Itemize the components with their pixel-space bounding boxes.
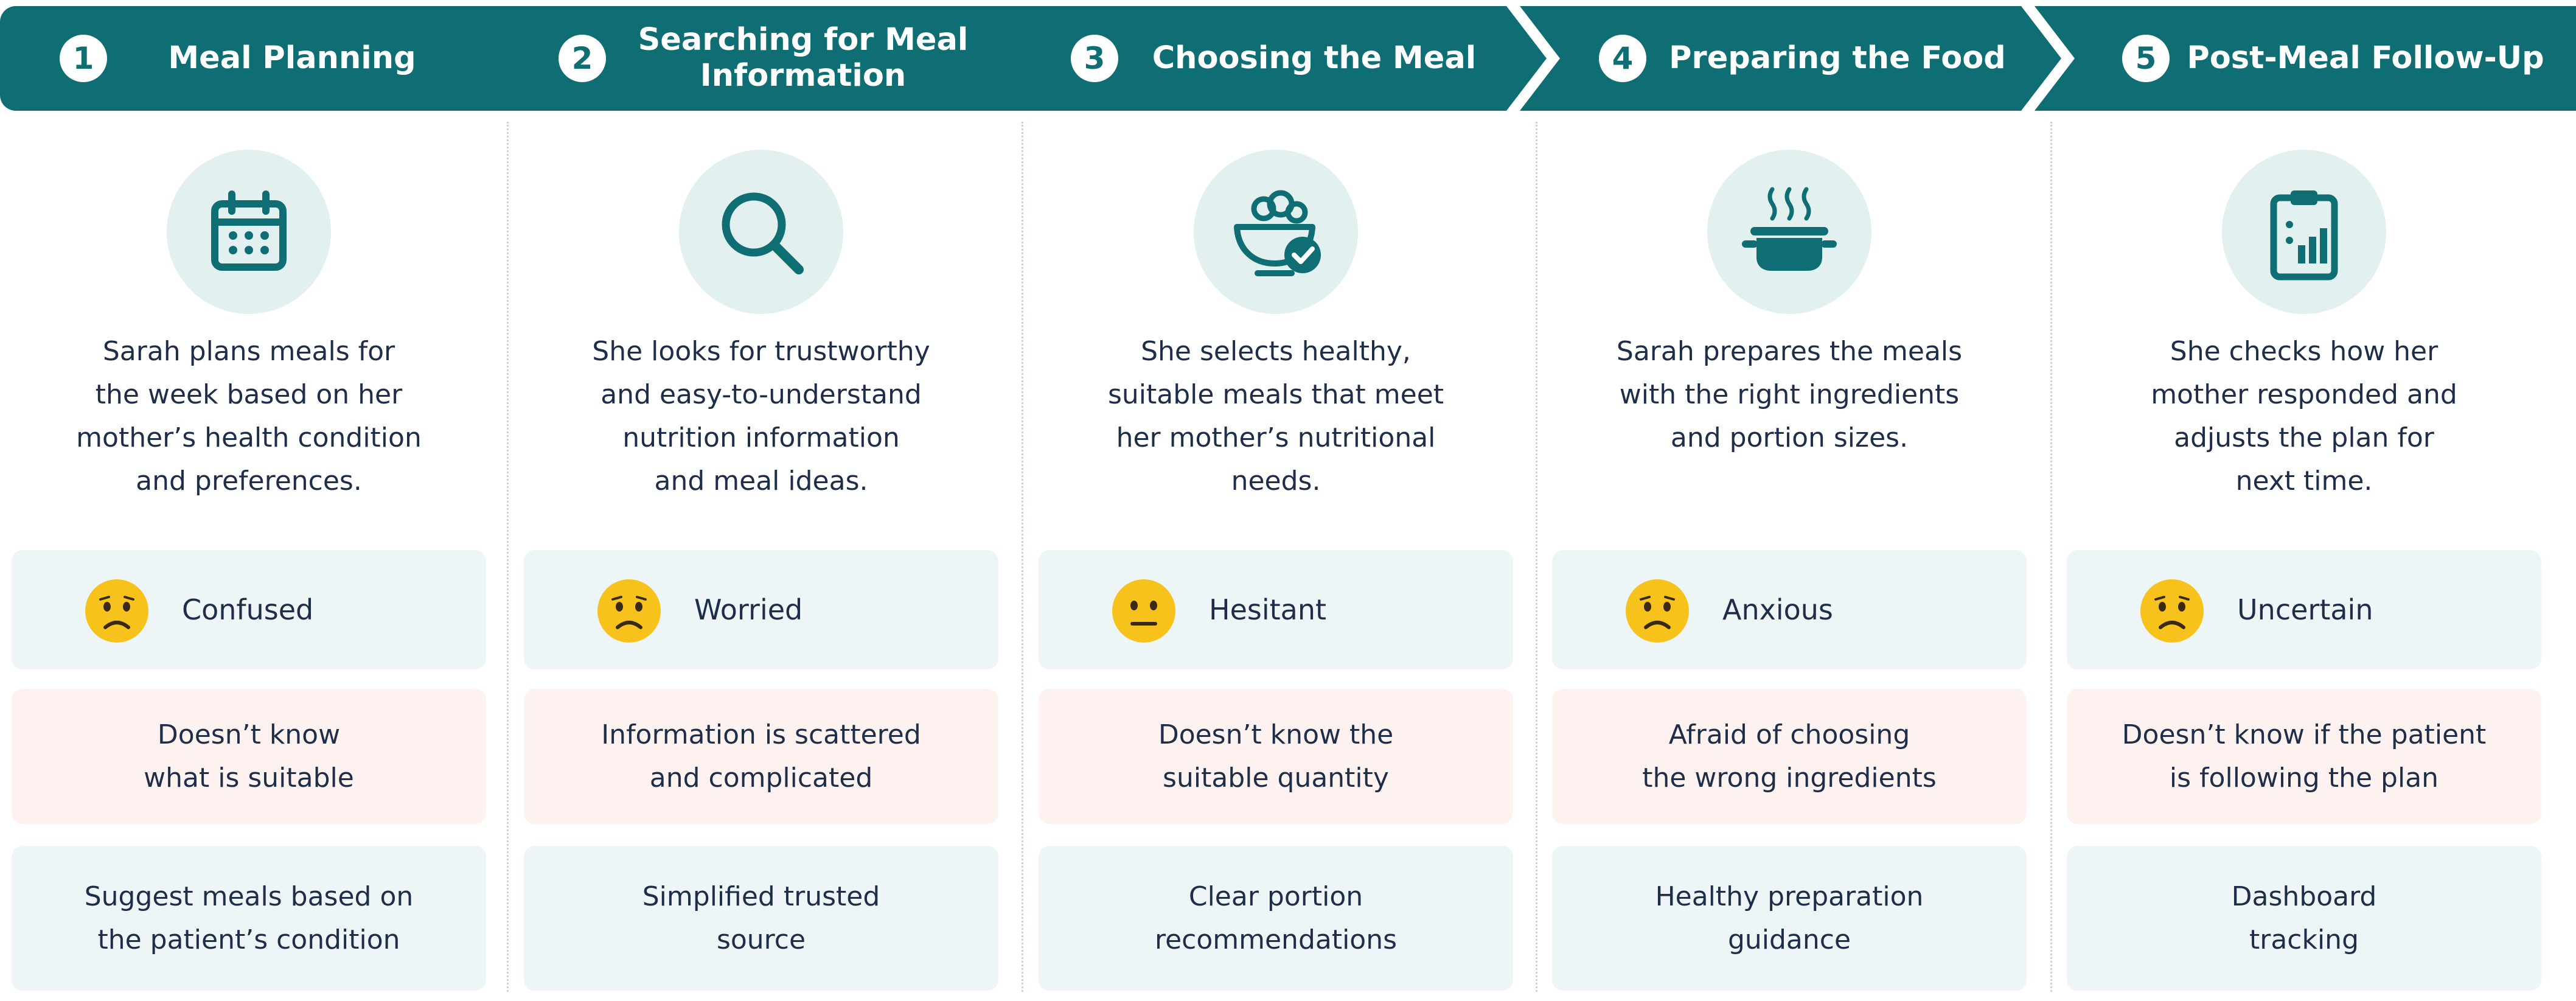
column-divider	[2050, 122, 2052, 992]
stage-number-badge: 1	[60, 35, 107, 82]
pain-point-box: Doesn’t know what is suitable	[12, 689, 486, 824]
stage-number-badge: 3	[1071, 35, 1118, 82]
stage-description: Sarah plans meals for the week based on …	[76, 336, 422, 497]
emotion-box: Worried	[524, 550, 998, 669]
opportunity-box: Simplified trusted source	[524, 846, 998, 991]
neutral-face-emoji	[1112, 579, 1175, 643]
opportunity-box: Healthy preparation guidance	[1552, 846, 2027, 991]
stage-title: Post-Meal Follow-Up	[2187, 40, 2544, 76]
stage-number-badge: 5	[2122, 35, 2170, 82]
stage-icon-circle	[167, 150, 331, 314]
emotion-box: Anxious	[1552, 550, 2027, 669]
stage-description: She selects healthy, suitable meals that…	[1107, 336, 1444, 497]
pain-point-box: Information is scattered and complicated	[524, 689, 998, 824]
emotion-box: Hesitant	[1039, 550, 1513, 669]
stage-title: Choosing the Meal	[1152, 40, 1477, 76]
sad-face-emoji	[597, 579, 661, 643]
sad-face-emoji	[1626, 579, 1689, 643]
clipboard-chart-icon	[2270, 190, 2338, 281]
pain-point-box: Doesn’t know the suitable quantity	[1039, 689, 1513, 824]
stage-icon-circle	[1707, 150, 1871, 314]
column-divider	[1536, 122, 1537, 992]
stage-title: Preparing the Food	[1669, 40, 2006, 76]
column-divider	[507, 122, 509, 992]
opportunity-box: Dashboard tracking	[2067, 846, 2541, 991]
cooking-pot-icon	[1742, 187, 1837, 271]
calendar-icon	[211, 190, 287, 271]
stage-icon-circle	[1194, 150, 1358, 314]
column-divider	[1022, 122, 1023, 992]
pain-point-box: Doesn’t know if the patient is following…	[2067, 689, 2541, 824]
emotion-box: Uncertain	[2067, 550, 2541, 669]
emotion-label: Worried	[694, 593, 803, 626]
stage-description: Sarah prepares the meals with the right …	[1616, 336, 1963, 453]
emotion-label: Anxious	[1722, 593, 1833, 626]
stage-icon-circle	[2222, 150, 2386, 314]
sad-face-emoji	[2140, 579, 2204, 643]
stage-description: She looks for trustworthy and easy-to-un…	[592, 336, 930, 497]
stage-description: She checks how her mother responded and …	[2151, 336, 2457, 497]
pain-point-box: Afraid of choosing the wrong ingredients	[1552, 689, 2027, 824]
stage-number-badge: 2	[559, 35, 606, 82]
emotion-label: Hesitant	[1209, 593, 1327, 626]
emotion-label: Uncertain	[2237, 593, 2373, 626]
opportunity-box: Suggest meals based on the patient’s con…	[12, 846, 486, 991]
salad-bowl-check-icon	[1234, 190, 1321, 276]
stage-title: Searching for Meal Information	[638, 22, 969, 94]
stage-number-badge: 4	[1599, 35, 1646, 82]
magnifying-glass-icon	[722, 192, 804, 274]
stage-title: Meal Planning	[168, 40, 416, 76]
sad-face-emoji	[85, 579, 148, 643]
emotion-box: Confused	[12, 550, 486, 669]
emotion-label: Confused	[182, 593, 314, 626]
opportunity-box: Clear portion recommendations	[1039, 846, 1513, 991]
stage-icon-circle	[679, 150, 843, 314]
